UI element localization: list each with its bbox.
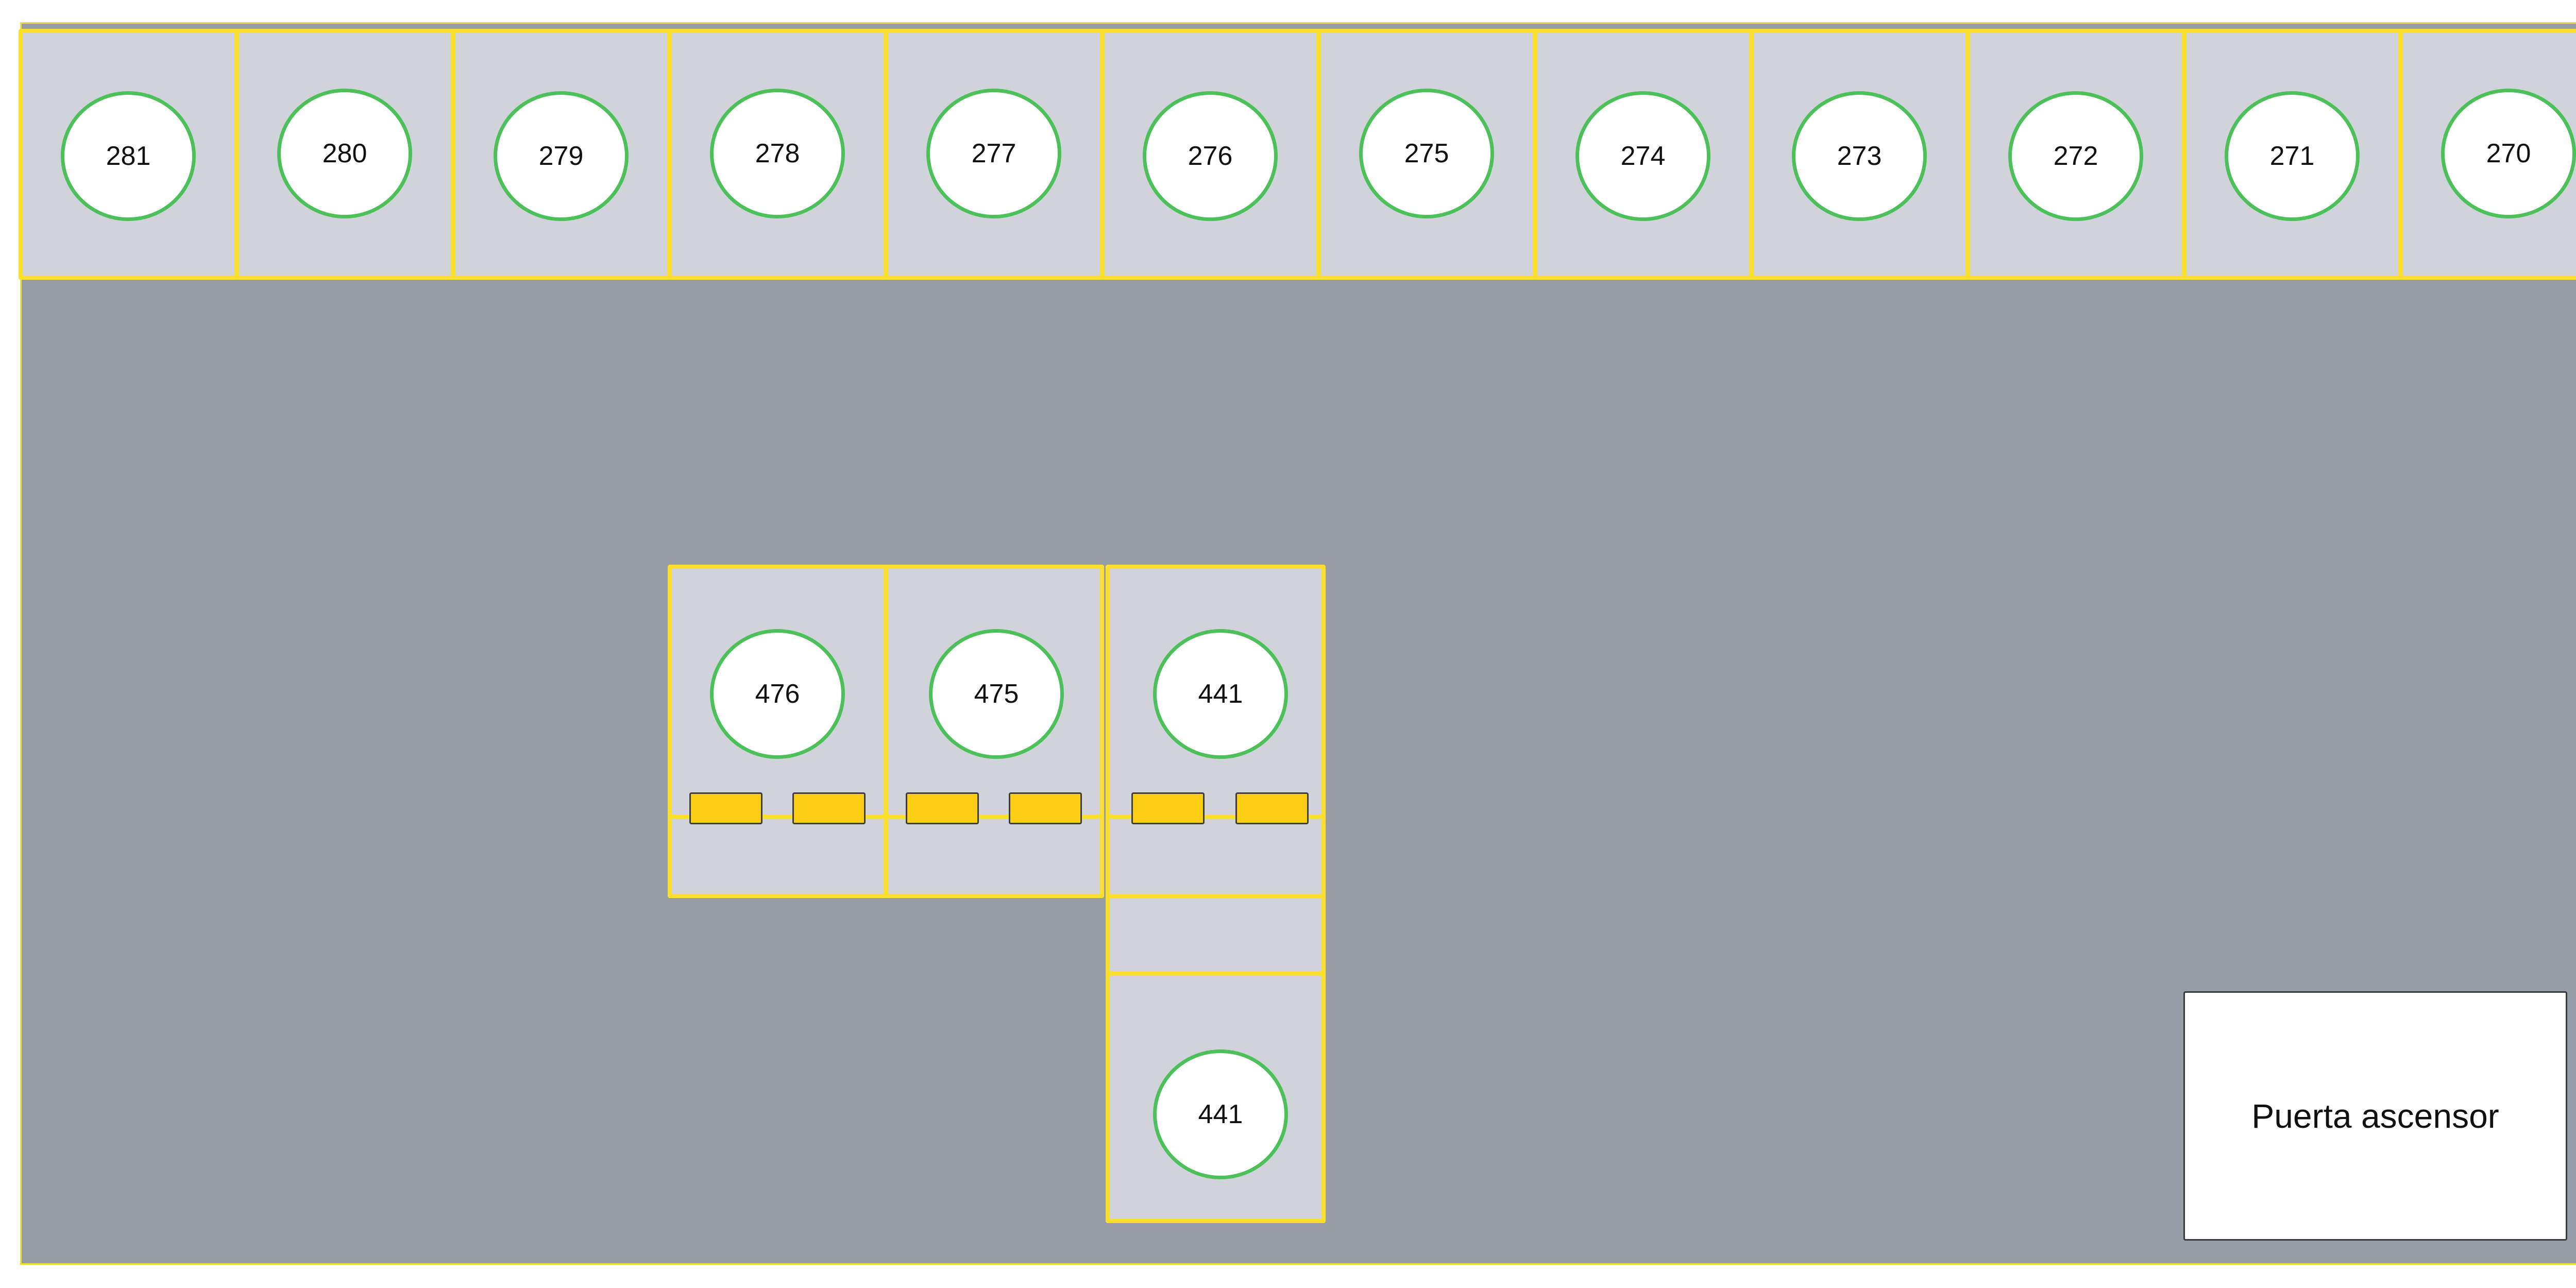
seat-280[interactable]: 280 — [277, 89, 412, 218]
desk-strip-475 — [884, 815, 1104, 898]
seat-275[interactable]: 275 — [1359, 89, 1494, 218]
monitor-icon — [1131, 792, 1205, 824]
seat-270[interactable]: 270 — [2441, 89, 2576, 218]
desk-279 — [451, 29, 671, 280]
desk-strip-441 — [1106, 815, 1326, 898]
seat-279[interactable]: 279 — [494, 91, 629, 221]
monitor-icon — [1235, 792, 1309, 824]
desk-278 — [668, 29, 888, 280]
seat-278[interactable]: 278 — [710, 89, 845, 218]
seat-276[interactable]: 276 — [1143, 91, 1278, 221]
monitor-icon — [792, 792, 866, 824]
seat-272[interactable]: 272 — [2008, 91, 2143, 221]
monitor-icon — [906, 792, 979, 824]
seat-271[interactable]: 271 — [2225, 91, 2360, 221]
desk-connector-441 — [1106, 894, 1326, 975]
seat-476[interactable]: 476 — [710, 629, 845, 759]
seat-274[interactable]: 274 — [1575, 91, 1710, 221]
desk-271 — [2182, 29, 2402, 280]
elevator-label: Puerta ascensor — [2251, 1097, 2499, 1135]
seat-277[interactable]: 277 — [926, 89, 1061, 218]
seat-441-lower[interactable]: 441 — [1153, 1049, 1288, 1179]
seat-441-upper[interactable]: 441 — [1153, 629, 1288, 759]
seat-281[interactable]: 281 — [61, 91, 196, 221]
desk-strip-476 — [668, 815, 888, 898]
seat-475[interactable]: 475 — [929, 629, 1064, 759]
monitor-icon — [689, 792, 762, 824]
seat-273[interactable]: 273 — [1792, 91, 1927, 221]
elevator-door: Puerta ascensor — [2183, 991, 2567, 1241]
monitor-icon — [1009, 792, 1082, 824]
